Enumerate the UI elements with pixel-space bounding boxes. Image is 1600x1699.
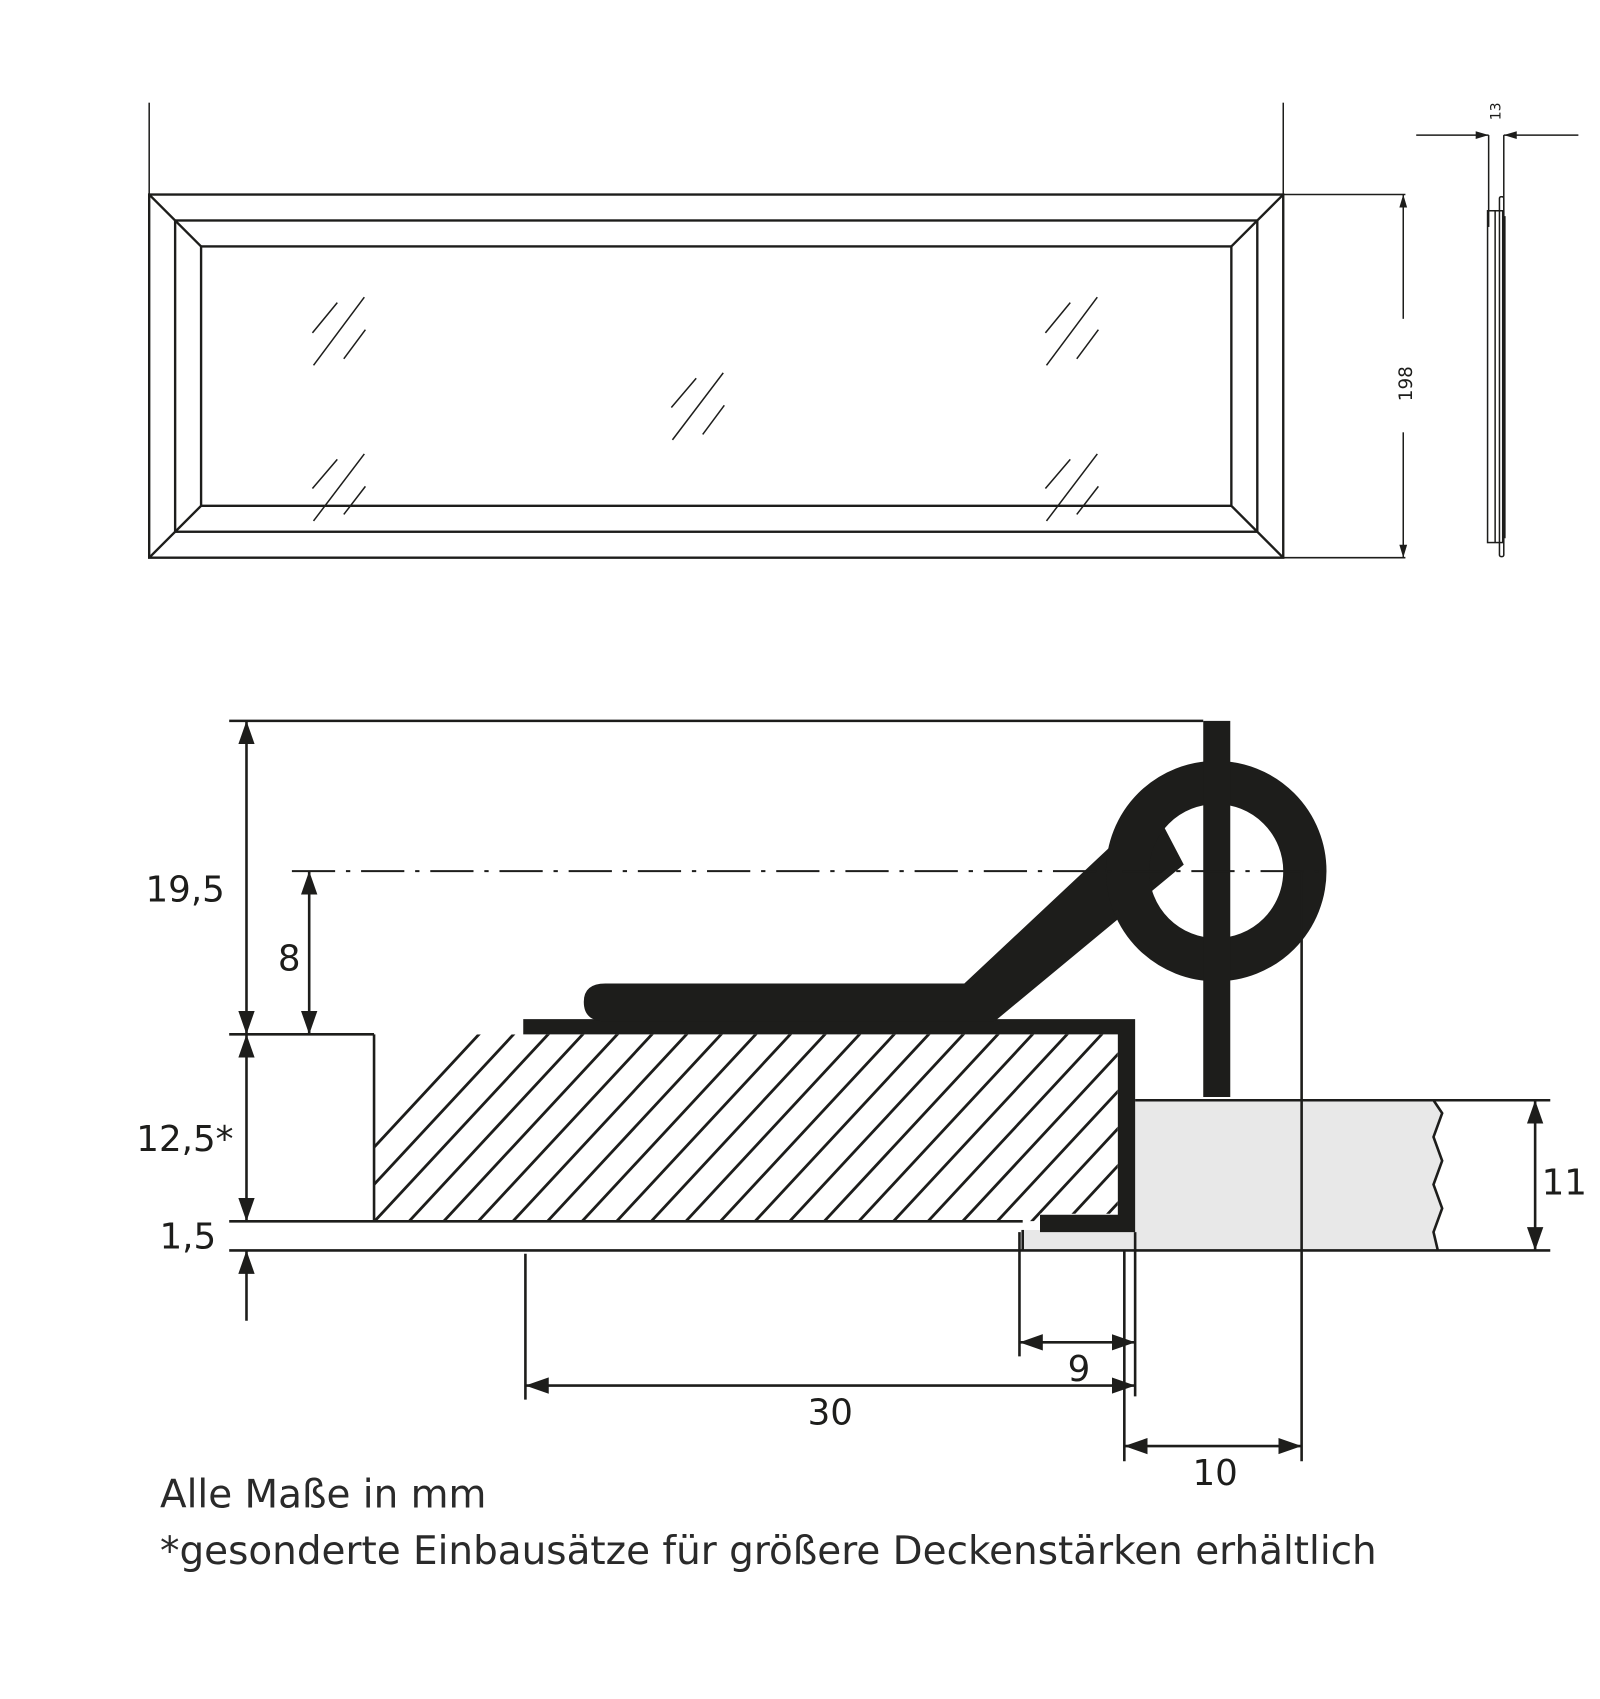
glass-reflection-icon xyxy=(311,296,1099,522)
dim-label-198: 198 xyxy=(1396,366,1417,401)
dim-label-13: 13 xyxy=(1489,102,1505,120)
dim-label-1-5: 1,5 xyxy=(159,1216,216,1257)
notes: Alle Maße in mm *gesonderte Einbausätze … xyxy=(160,1473,1377,1574)
dimension-11: 11 xyxy=(1526,1100,1587,1251)
section-view: 19,5 8 12,5* 1,5 11 9 30 xyxy=(136,719,1587,1494)
dim-label-9: 9 xyxy=(1068,1349,1091,1390)
dimension-30: 30 xyxy=(525,1377,1136,1433)
side-view: 13 xyxy=(1416,102,1579,558)
dim-label-12-5: 12,5* xyxy=(136,1119,233,1160)
front-view: 198 xyxy=(148,102,1417,559)
dim-label-30: 30 xyxy=(808,1392,853,1433)
units-note: Alle Maße in mm xyxy=(160,1473,486,1518)
dim-label-8: 8 xyxy=(278,939,301,980)
dimension-8: 8 xyxy=(278,871,318,1035)
ceiling-section-hatch xyxy=(372,1034,1118,1222)
dim-label-11: 11 xyxy=(1542,1162,1587,1203)
dimension-198: 198 xyxy=(1283,193,1417,559)
dimension-9: 9 xyxy=(1019,1334,1136,1390)
dimension-1-5: 1,5 xyxy=(159,1216,255,1321)
dim-label-19-5: 19,5 xyxy=(145,869,224,910)
dim-label-10: 10 xyxy=(1192,1453,1237,1494)
dimension-19-5: 19,5 xyxy=(145,720,255,1035)
dimension-12-5: 12,5* xyxy=(136,1034,255,1222)
footnote: *gesonderte Einbausätze für größere Deck… xyxy=(160,1529,1377,1574)
dimension-10: 10 xyxy=(1124,1437,1302,1494)
